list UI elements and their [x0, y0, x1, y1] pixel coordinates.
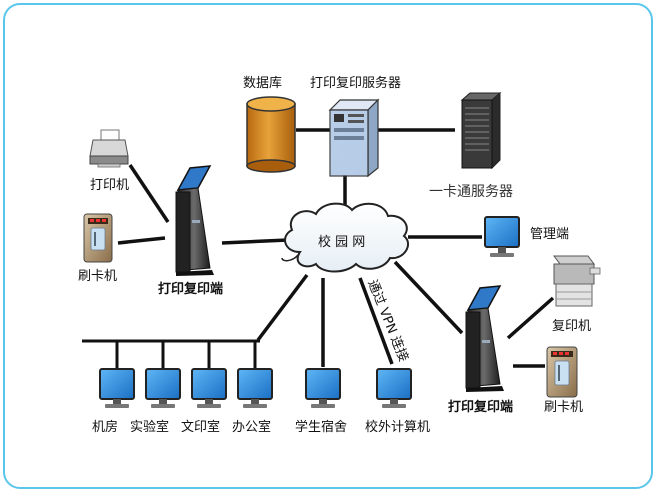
label-print-room: 文印室 — [181, 419, 220, 435]
print-kiosk-left-icon — [175, 165, 214, 276]
card-reader-right-icon — [546, 346, 578, 398]
monitor-print-room-icon — [191, 368, 227, 408]
label-card-reader-right: 刷卡机 — [544, 400, 583, 415]
label-office: 办公室 — [232, 419, 271, 435]
label-card-server: 一卡通服务器 — [429, 184, 513, 200]
label-dormitory: 学生宿舍 — [295, 419, 347, 435]
campus-network-cloud-icon — [281, 202, 409, 273]
card-reader-left-icon — [83, 213, 113, 263]
label-offcampus-computer: 校外计算机 — [365, 419, 430, 435]
label-printer: 打印机 — [90, 178, 129, 193]
printer-icon — [89, 129, 129, 168]
monitor-laboratory-icon — [145, 368, 181, 408]
copier-icon — [553, 255, 601, 307]
connection-lines — [117, 128, 555, 368]
label-computer-room: 机房 — [92, 419, 118, 435]
database-icon — [246, 96, 296, 173]
line-cloud-bus — [256, 273, 309, 342]
line-cloud-rightkiosk — [393, 260, 464, 335]
line-cloud-vpn — [358, 277, 394, 365]
label-campus-network: 校 园 网 — [318, 234, 365, 250]
print-kiosk-right-icon — [465, 285, 504, 392]
label-copier: 复印机 — [552, 319, 591, 334]
label-print-copy-server: 打印复印服务器 — [310, 75, 401, 91]
line-printer-kiosk — [128, 164, 170, 223]
label-database: 数据库 — [243, 75, 282, 91]
label-card-reader-left: 刷卡机 — [78, 269, 117, 284]
label-print-terminal-left: 打印复印端 — [158, 281, 223, 297]
label-laboratory: 实验室 — [130, 419, 169, 435]
monitor-dormitory-icon — [305, 368, 341, 408]
admin-monitor-icon — [484, 216, 520, 257]
line-kiosk-copier — [506, 296, 555, 340]
lan-bus — [82, 339, 260, 368]
monitor-office-icon — [237, 368, 273, 408]
print-server-icon — [328, 98, 380, 178]
label-print-terminal-right: 打印复印端 — [448, 399, 513, 415]
line-cardreader-kiosk — [117, 236, 166, 245]
monitor-computer-room-icon — [99, 368, 135, 408]
monitor-offcampus-icon — [376, 368, 412, 408]
line-kiosk-cloud — [221, 238, 289, 245]
label-admin-terminal: 管理端 — [530, 227, 569, 242]
card-server-icon — [460, 91, 502, 170]
